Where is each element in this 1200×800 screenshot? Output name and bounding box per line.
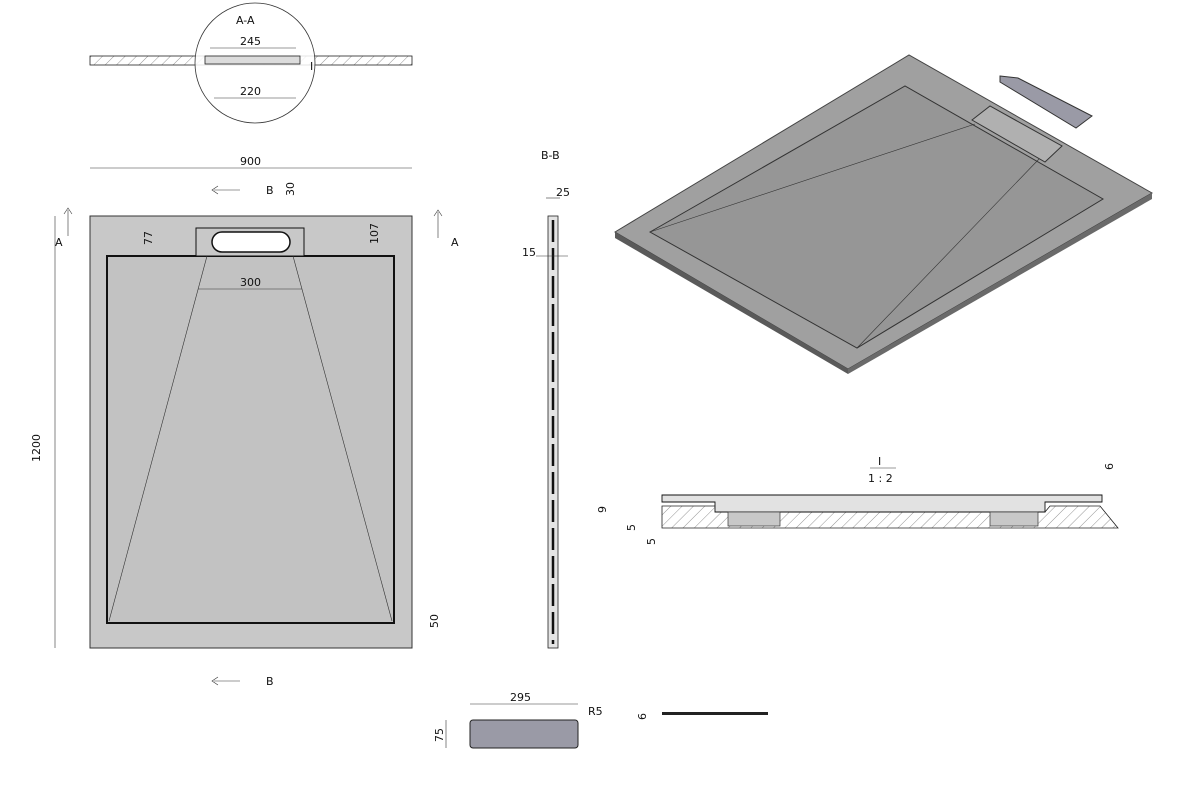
dim-1200: 1200 <box>30 434 43 462</box>
dim-30: 30 <box>284 182 297 196</box>
cut-arrow-a-left <box>63 207 73 236</box>
detail-ref-i: I <box>310 60 313 73</box>
tray-basin <box>106 255 395 624</box>
iso-slope-line-1 <box>649 123 976 233</box>
cut-arrow-b-top <box>211 185 240 195</box>
detail-scale: 1 : 2 <box>868 472 893 485</box>
dim-r5: R5 <box>588 705 603 718</box>
cover-edge <box>662 712 768 715</box>
iso-tray-side-left <box>615 232 848 374</box>
dim-50: 50 <box>428 614 441 628</box>
dim-75: 75 <box>433 728 446 742</box>
section-bb-label: B-B <box>541 149 560 162</box>
cut-arrow-a-right <box>433 209 443 238</box>
detail-support-right <box>989 511 1039 527</box>
cover-plate <box>469 719 579 749</box>
slope-line-left <box>108 255 208 622</box>
dim-5-a: 5 <box>625 524 638 531</box>
drain-slot-section <box>204 55 301 65</box>
drain-grate <box>211 231 291 253</box>
detail-label: I <box>878 455 881 468</box>
section-bb-view: B-B 25 15 <box>522 149 570 649</box>
cut-label-b-bottom: B <box>266 675 274 688</box>
plan-view: 900 1200 77 30 107 300 50 A A B B <box>30 155 459 688</box>
detail-i-view: I 1 : 2 9 5 5 6 <box>596 455 1119 545</box>
dim-25: 25 <box>556 186 570 199</box>
dim-15: 15 <box>522 246 536 259</box>
dim-77: 77 <box>142 231 155 245</box>
cut-label-b-top: B <box>266 184 274 197</box>
detail-support-left <box>727 511 781 527</box>
cut-label-a-left: A <box>55 236 63 249</box>
dim-300: 300 <box>240 276 261 289</box>
iso-tray-side-right <box>848 193 1152 374</box>
dim-9: 9 <box>596 506 609 513</box>
dim-295: 295 <box>510 691 531 704</box>
section-aa-view: A-A 245 220 I <box>89 2 413 124</box>
isometric-view <box>614 54 1154 374</box>
detail-tray-profile <box>661 494 1103 513</box>
dim-245: 245 <box>240 35 261 48</box>
dim-220: 220 <box>240 85 261 98</box>
cut-label-a-right: A <box>451 236 459 249</box>
iso-slope-line-2 <box>856 157 1041 349</box>
dim-6-cover: 6 <box>636 713 649 720</box>
iso-drain-housing <box>971 105 1063 163</box>
dim-6-detail: 6 <box>1103 463 1116 470</box>
slope-line-right <box>292 255 393 622</box>
drain-cover-view: 295 75 R5 6 <box>433 691 768 749</box>
dim-107: 107 <box>368 223 381 244</box>
cut-arrow-b-bottom <box>211 676 240 686</box>
iso-basin <box>648 85 1104 349</box>
iso-drain-cover <box>999 75 1093 129</box>
dim-5-b: 5 <box>645 538 658 545</box>
section-aa-label: A-A <box>236 14 255 27</box>
dim-900: 900 <box>240 155 261 168</box>
